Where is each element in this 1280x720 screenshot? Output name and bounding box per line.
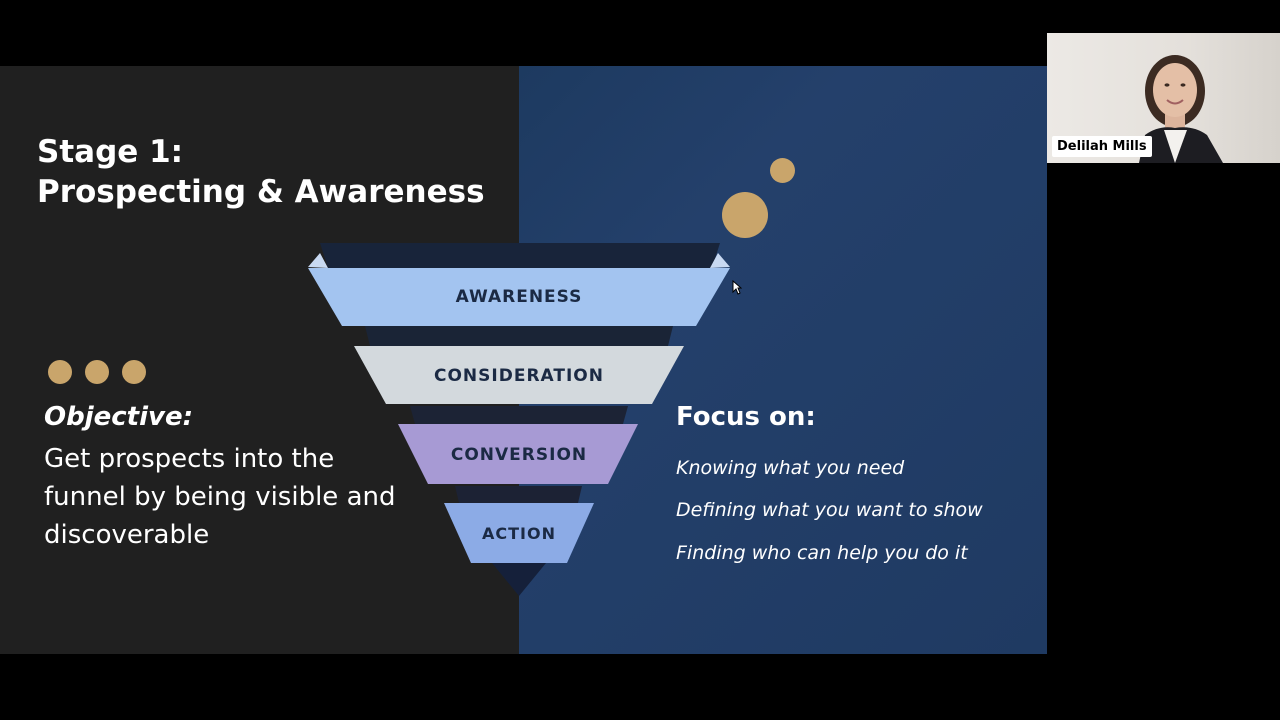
presentation-slide: Stage 1: Prospecting & Awareness Objecti…	[0, 66, 1047, 654]
slide-title: Stage 1: Prospecting & Awareness	[37, 132, 485, 212]
slide-title-line-1: Stage 1:	[37, 134, 184, 170]
focus-item: Knowing what you need	[676, 457, 905, 479]
funnel-tip	[492, 563, 546, 596]
mouse-pointer-icon	[732, 280, 742, 295]
funnel-bevel	[710, 253, 730, 268]
funnel-label-conversion: CONVERSION	[451, 445, 587, 465]
dot-icon	[85, 360, 109, 384]
funnel-label-awareness: AWARENESS	[456, 287, 583, 307]
objective-label: Objective:	[44, 402, 193, 432]
funnel-stage-conversion	[398, 424, 638, 484]
funnel-label-action: ACTION	[482, 524, 556, 543]
speaker-name-label: Delilah Mills	[1052, 136, 1152, 157]
dot-icon	[122, 360, 146, 384]
participant-video-feed	[1139, 55, 1223, 163]
small-circle-icon	[770, 158, 795, 183]
funnel-stage-action	[444, 503, 594, 563]
funnel-ledge-1	[320, 243, 720, 268]
funnel-stage-awareness	[308, 268, 730, 326]
focus-item: Finding who can help you do it	[676, 542, 968, 564]
slide-title-line-2: Prospecting & Awareness	[37, 174, 485, 210]
large-circle-icon	[722, 192, 768, 238]
funnel-ledge-2	[365, 326, 673, 346]
focus-item: Defining what you want to show	[676, 499, 983, 521]
funnel-bevel	[308, 253, 328, 268]
objective-text: Get prospects into the funnel by being v…	[44, 444, 396, 550]
funnel-ledge-4	[455, 486, 582, 503]
funnel-ledge-3	[410, 406, 628, 424]
sales-funnel-diagram: AWARENESS CONSIDERATION CONVERSION ACTIO…	[308, 243, 730, 596]
funnel-label-consideration: CONSIDERATION	[434, 366, 604, 386]
dot-icon	[48, 360, 72, 384]
focus-title: Focus on:	[676, 402, 816, 432]
participant-video-tile[interactable]: Delilah Mills	[1047, 33, 1280, 163]
funnel-stage-consideration	[354, 346, 684, 404]
